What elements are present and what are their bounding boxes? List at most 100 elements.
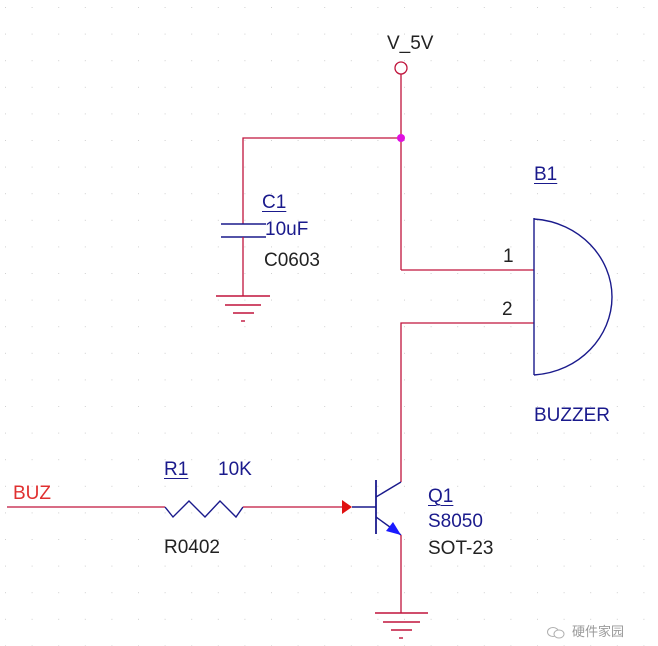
grid-dot xyxy=(5,565,6,567)
grid-dot xyxy=(324,60,326,62)
grid-dot xyxy=(297,485,299,487)
grid-dot xyxy=(350,113,352,115)
grid-dot xyxy=(616,86,618,88)
grid-dot xyxy=(58,166,60,168)
grid-dot xyxy=(84,352,86,354)
grid-dot xyxy=(58,459,60,461)
grid-dot xyxy=(5,140,6,141)
grid-dot xyxy=(537,246,538,248)
grid-dot xyxy=(191,193,193,195)
grid-dot xyxy=(271,140,272,141)
grid-dot xyxy=(84,246,86,248)
grid-dot xyxy=(217,379,219,381)
grid-dot xyxy=(191,352,193,354)
grid-dot xyxy=(58,592,60,594)
grid-dot xyxy=(84,432,86,434)
grid-dot xyxy=(563,406,565,407)
grid-dot xyxy=(31,352,33,354)
grid-dot xyxy=(377,406,379,407)
grid-dot xyxy=(191,379,193,381)
grid-dot xyxy=(31,166,33,168)
r1-footprint-label: R0402 xyxy=(164,537,220,558)
grid-dot xyxy=(537,432,538,434)
grid-dot xyxy=(271,60,272,62)
grid-dot xyxy=(111,512,113,514)
grid-dot xyxy=(58,565,60,567)
grid-dot xyxy=(377,113,379,115)
grid-dot xyxy=(590,246,592,248)
grid-dot xyxy=(31,618,33,620)
grid-dot xyxy=(404,565,405,567)
grid-dot xyxy=(164,86,166,88)
grid-dot xyxy=(404,379,405,381)
grid-dot xyxy=(483,60,485,62)
grid-dot xyxy=(271,7,272,8)
grid-dot xyxy=(217,539,219,540)
grid-dot xyxy=(84,485,86,487)
grid-dot xyxy=(377,352,379,354)
grid-dot xyxy=(297,299,299,301)
grid-dot xyxy=(483,485,485,487)
grid-dot xyxy=(457,485,459,487)
c1-ref-label: C1 xyxy=(262,192,287,213)
grid-dot xyxy=(563,140,565,141)
grid-dot xyxy=(377,592,379,594)
grid-dot xyxy=(616,539,618,540)
grid-dot xyxy=(324,618,326,620)
grid-dot xyxy=(404,7,405,8)
grid-dot xyxy=(244,246,246,248)
grid-dot xyxy=(138,406,139,407)
grid-dot xyxy=(457,459,459,461)
grid-dot xyxy=(616,432,618,434)
grid-dot xyxy=(483,219,485,221)
grid-dot xyxy=(111,193,113,195)
grid-dot xyxy=(297,618,299,620)
grid-dot xyxy=(590,86,592,88)
grid-dot xyxy=(324,140,326,141)
grid-dot xyxy=(457,86,459,88)
grid-dot xyxy=(164,219,166,221)
grid-dot xyxy=(430,246,432,248)
grid-dot xyxy=(537,113,538,115)
grid-dot xyxy=(590,219,592,221)
grid-dot xyxy=(31,485,33,487)
grid-dot xyxy=(31,565,33,567)
grid-dot xyxy=(510,565,512,567)
grid-dot xyxy=(616,379,618,381)
grid-dot xyxy=(111,432,113,434)
grid-dot xyxy=(217,140,219,141)
grid-dot xyxy=(244,512,246,514)
grid-dot xyxy=(138,459,139,461)
grid-dot xyxy=(84,86,86,88)
grid-dot xyxy=(191,459,193,461)
grid-dot xyxy=(324,406,326,407)
grid-dot xyxy=(430,273,432,274)
grid-dot xyxy=(244,60,246,62)
grid-dot xyxy=(5,299,6,301)
grid-dot xyxy=(510,485,512,487)
grid-dot xyxy=(537,60,538,62)
grid-dot xyxy=(324,273,326,274)
grid-dot xyxy=(537,379,538,381)
grid-dot xyxy=(537,299,538,301)
grid-dot xyxy=(563,193,565,195)
grid-dot xyxy=(457,273,459,274)
grid-dot xyxy=(244,565,246,567)
grid-dot xyxy=(164,592,166,594)
grid-dot xyxy=(271,113,272,115)
grid-dot xyxy=(164,512,166,514)
grid-dot xyxy=(217,113,219,115)
grid-dot xyxy=(324,113,326,115)
grid-dot xyxy=(616,459,618,461)
grid-dot xyxy=(350,406,352,407)
grid-dot xyxy=(643,352,645,354)
grid-dot xyxy=(350,193,352,195)
grid-dot xyxy=(217,618,219,620)
grid-dot xyxy=(563,379,565,381)
grid-dot xyxy=(5,193,6,195)
grid-dot xyxy=(271,246,272,248)
grid-dot xyxy=(457,406,459,407)
grid-dot xyxy=(350,352,352,354)
grid-dot xyxy=(483,113,485,115)
grid-dot xyxy=(643,592,645,594)
